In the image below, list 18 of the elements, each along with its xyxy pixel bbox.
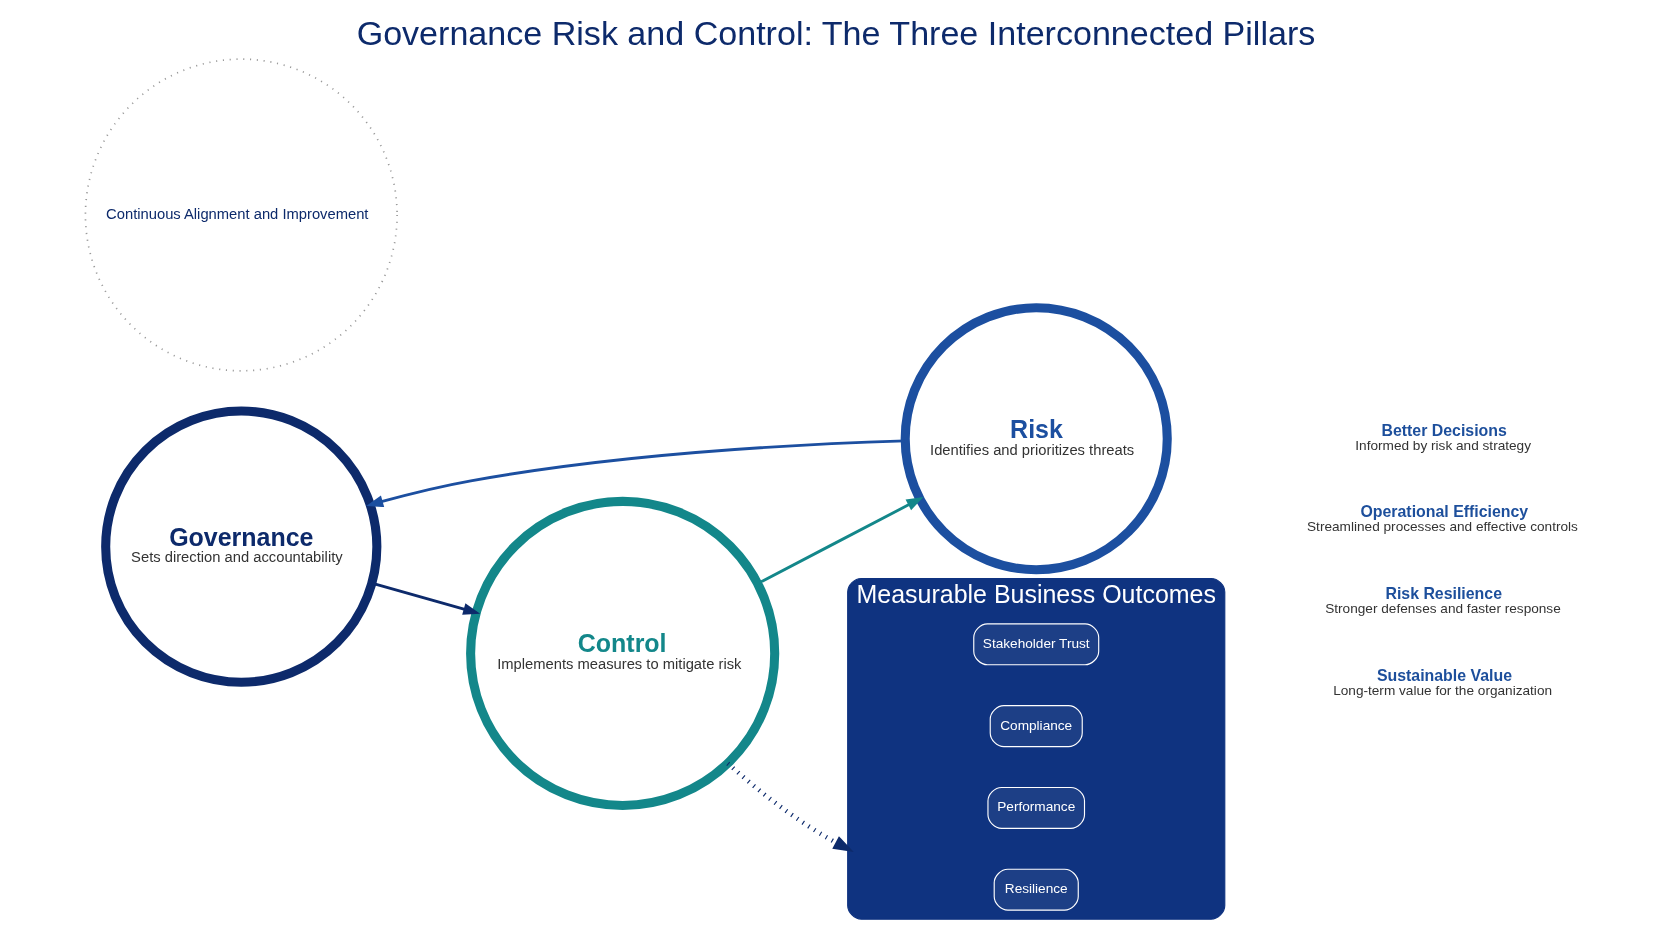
node-circle: Governance Sets direction and accountability bbox=[101, 406, 382, 687]
label: Streamlined processes and effective controls bbox=[1307, 519, 1578, 535]
node-box: Resilience bbox=[993, 868, 1079, 911]
node-circle: Risk Identifies and prioritizes threats bbox=[900, 303, 1172, 575]
label: Stronger defenses and faster response bbox=[1325, 601, 1561, 617]
diagram-title: Governance Risk and Control: The Three Interconnected Pillars bbox=[356, 13, 1316, 52]
label: Long-term value for the organization bbox=[1333, 683, 1553, 698]
label: Better Decisions bbox=[1381, 421, 1507, 439]
node-circle: Continuous Alignment and Improvement bbox=[84, 58, 398, 372]
node-box: Performance bbox=[987, 786, 1086, 829]
label: Sustainable Value bbox=[1376, 666, 1513, 684]
node-circle: Control Implements measures to mitigate risk bbox=[466, 496, 780, 810]
label: Informed by risk and strategy bbox=[1355, 437, 1532, 453]
node-box: Compliance bbox=[989, 705, 1083, 748]
label: Risk Resilience bbox=[1385, 585, 1503, 603]
arrow bbox=[726, 761, 854, 852]
label: Operational Efficiency bbox=[1360, 503, 1529, 521]
node-box: Stakeholder Trust bbox=[973, 623, 1100, 666]
